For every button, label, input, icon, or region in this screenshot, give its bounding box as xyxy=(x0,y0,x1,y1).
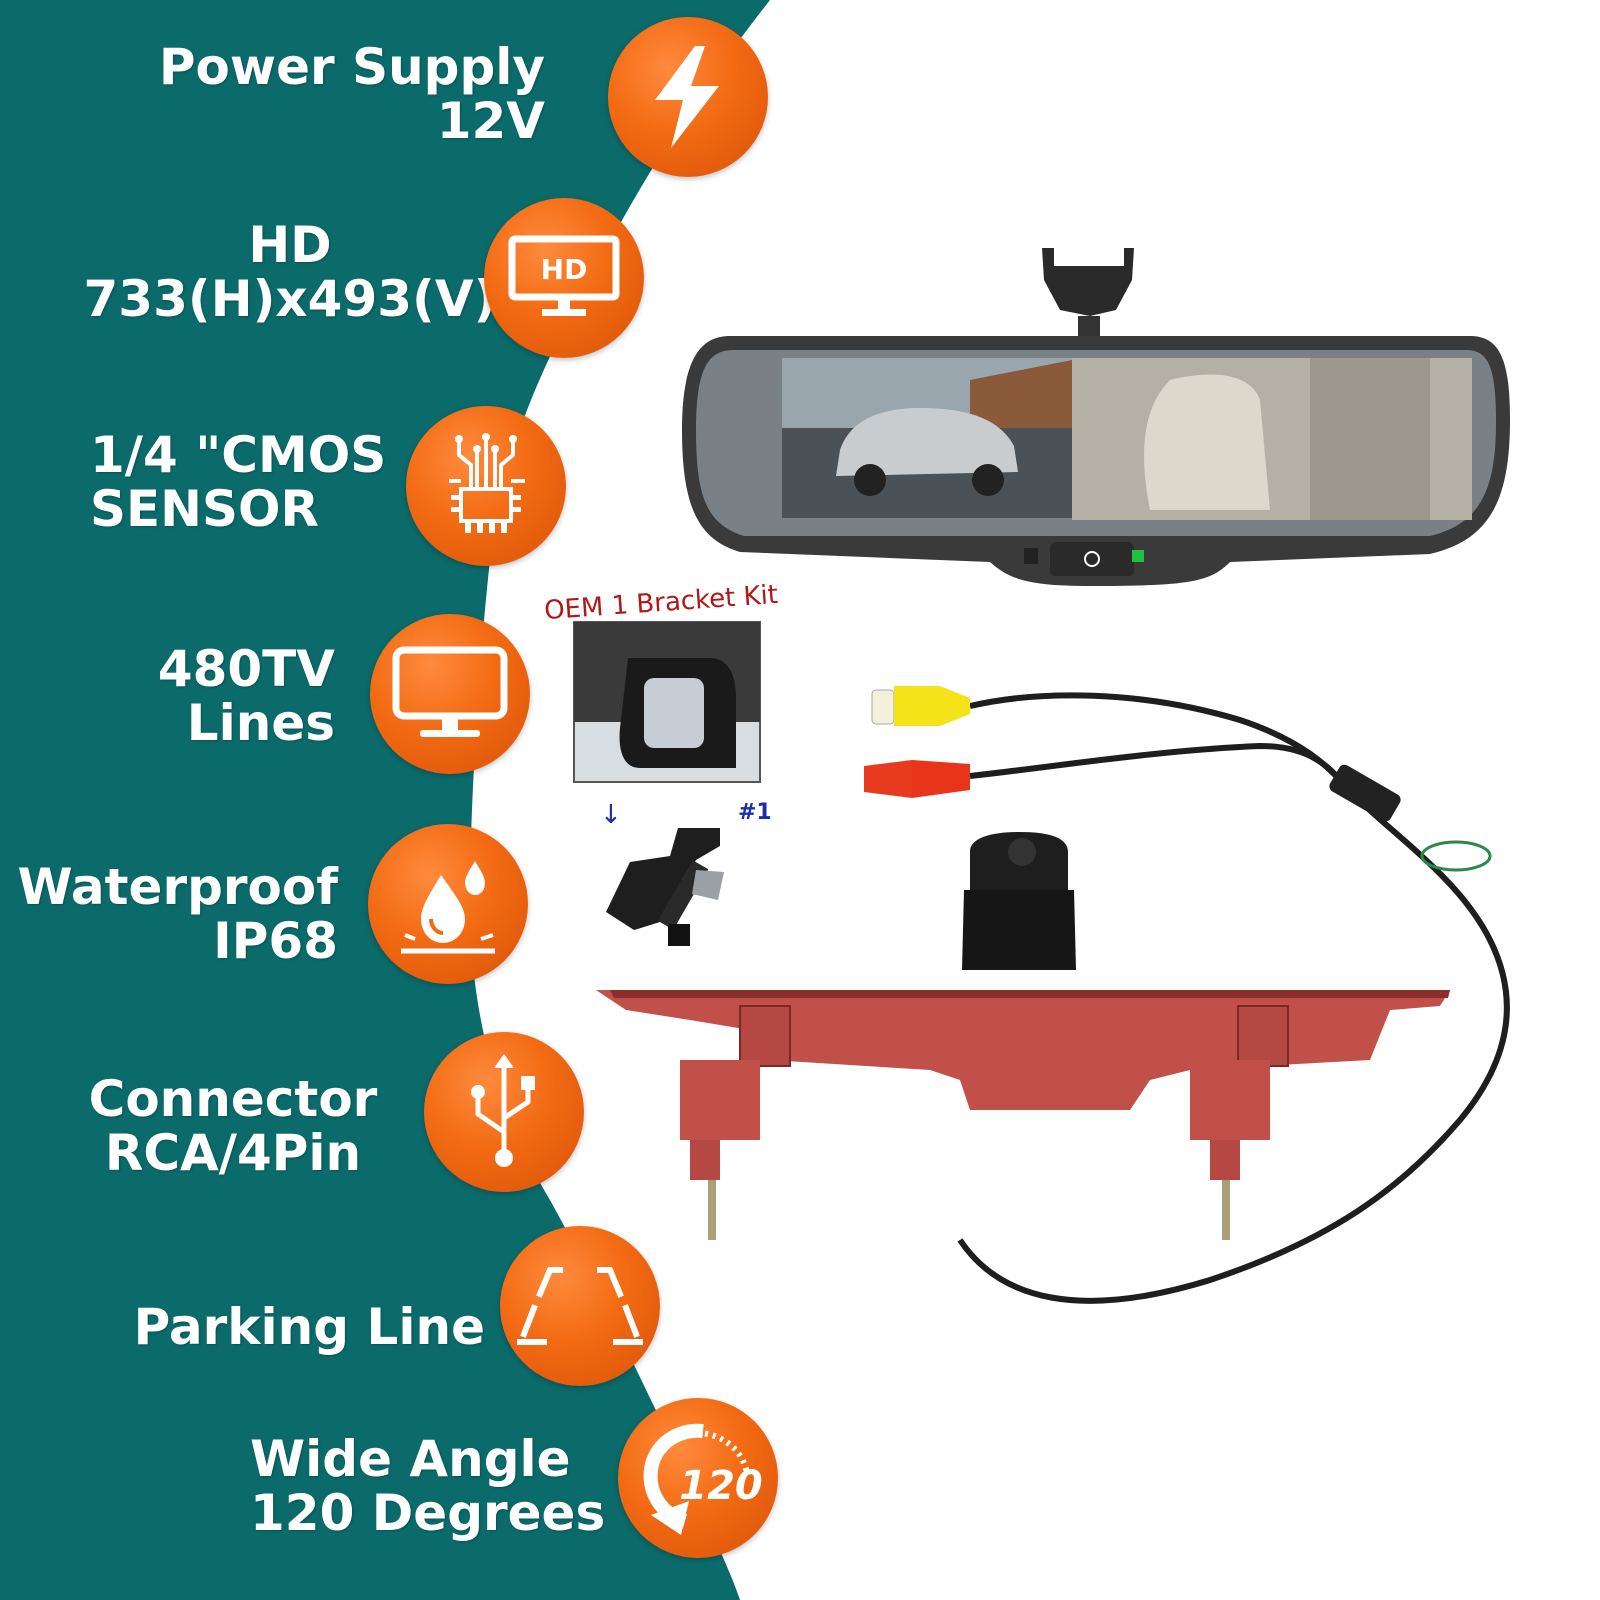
feature-line: Lines xyxy=(186,694,335,752)
feature-tv-lines: 480TV Lines xyxy=(158,642,335,750)
feature-line: Wide Angle xyxy=(250,1430,571,1488)
feature-line: 733(H)x493(V) xyxy=(83,270,497,328)
feature-line: Waterproof xyxy=(17,858,338,916)
feature-line: 12V xyxy=(436,92,545,150)
feature-waterproof: Waterproof IP68 xyxy=(18,860,338,968)
feature-line: 480TV xyxy=(157,640,335,698)
feature-line: Connector xyxy=(88,1070,378,1128)
bracket-kit-image xyxy=(573,621,761,783)
feature-line: Power Supply xyxy=(158,38,545,96)
angle-badge-text: 120 xyxy=(679,1463,763,1509)
feature-hd-resolution: HD 733(H)x493(V) xyxy=(80,218,500,326)
feature-parking-line: Parking Line xyxy=(134,1300,485,1354)
wide-angle-120-icon: 120 xyxy=(618,1398,778,1558)
feature-line: HD xyxy=(248,216,332,274)
usb-icon xyxy=(424,1032,584,1192)
cmos-chip-icon xyxy=(406,406,566,566)
feature-wide-angle: Wide Angle 120 Degrees xyxy=(250,1432,605,1540)
hd-monitor-icon: HD xyxy=(484,198,644,358)
feature-line: SENSOR xyxy=(90,480,320,538)
parking-lines-icon xyxy=(500,1226,660,1386)
rearview-mirror-monitor xyxy=(682,248,1510,586)
monitor-icon xyxy=(370,614,530,774)
feature-line: Parking Line xyxy=(133,1298,485,1356)
feature-cmos-sensor: 1/4 "CMOS SENSOR xyxy=(90,428,386,536)
feature-line: 1/4 "CMOS xyxy=(90,426,387,484)
feature-line: RCA/4Pin xyxy=(104,1124,362,1182)
hd-badge-text: HD xyxy=(541,253,588,286)
feature-line: IP68 xyxy=(213,912,338,970)
feature-connector: Connector RCA/4Pin xyxy=(88,1072,378,1180)
bracket-kit-index: #1 xyxy=(738,800,772,825)
brake-light-camera xyxy=(596,832,1450,1240)
camera-cable-assembly xyxy=(864,686,1510,1304)
feature-line: 120 Degrees xyxy=(250,1484,606,1542)
down-arrow-icon: ↓ xyxy=(600,800,622,830)
lightning-bolt-icon xyxy=(608,17,768,177)
mounting-bracket-part xyxy=(606,828,724,946)
water-drops-icon xyxy=(368,824,528,984)
feature-power-supply: Power Supply 12V xyxy=(159,40,545,148)
